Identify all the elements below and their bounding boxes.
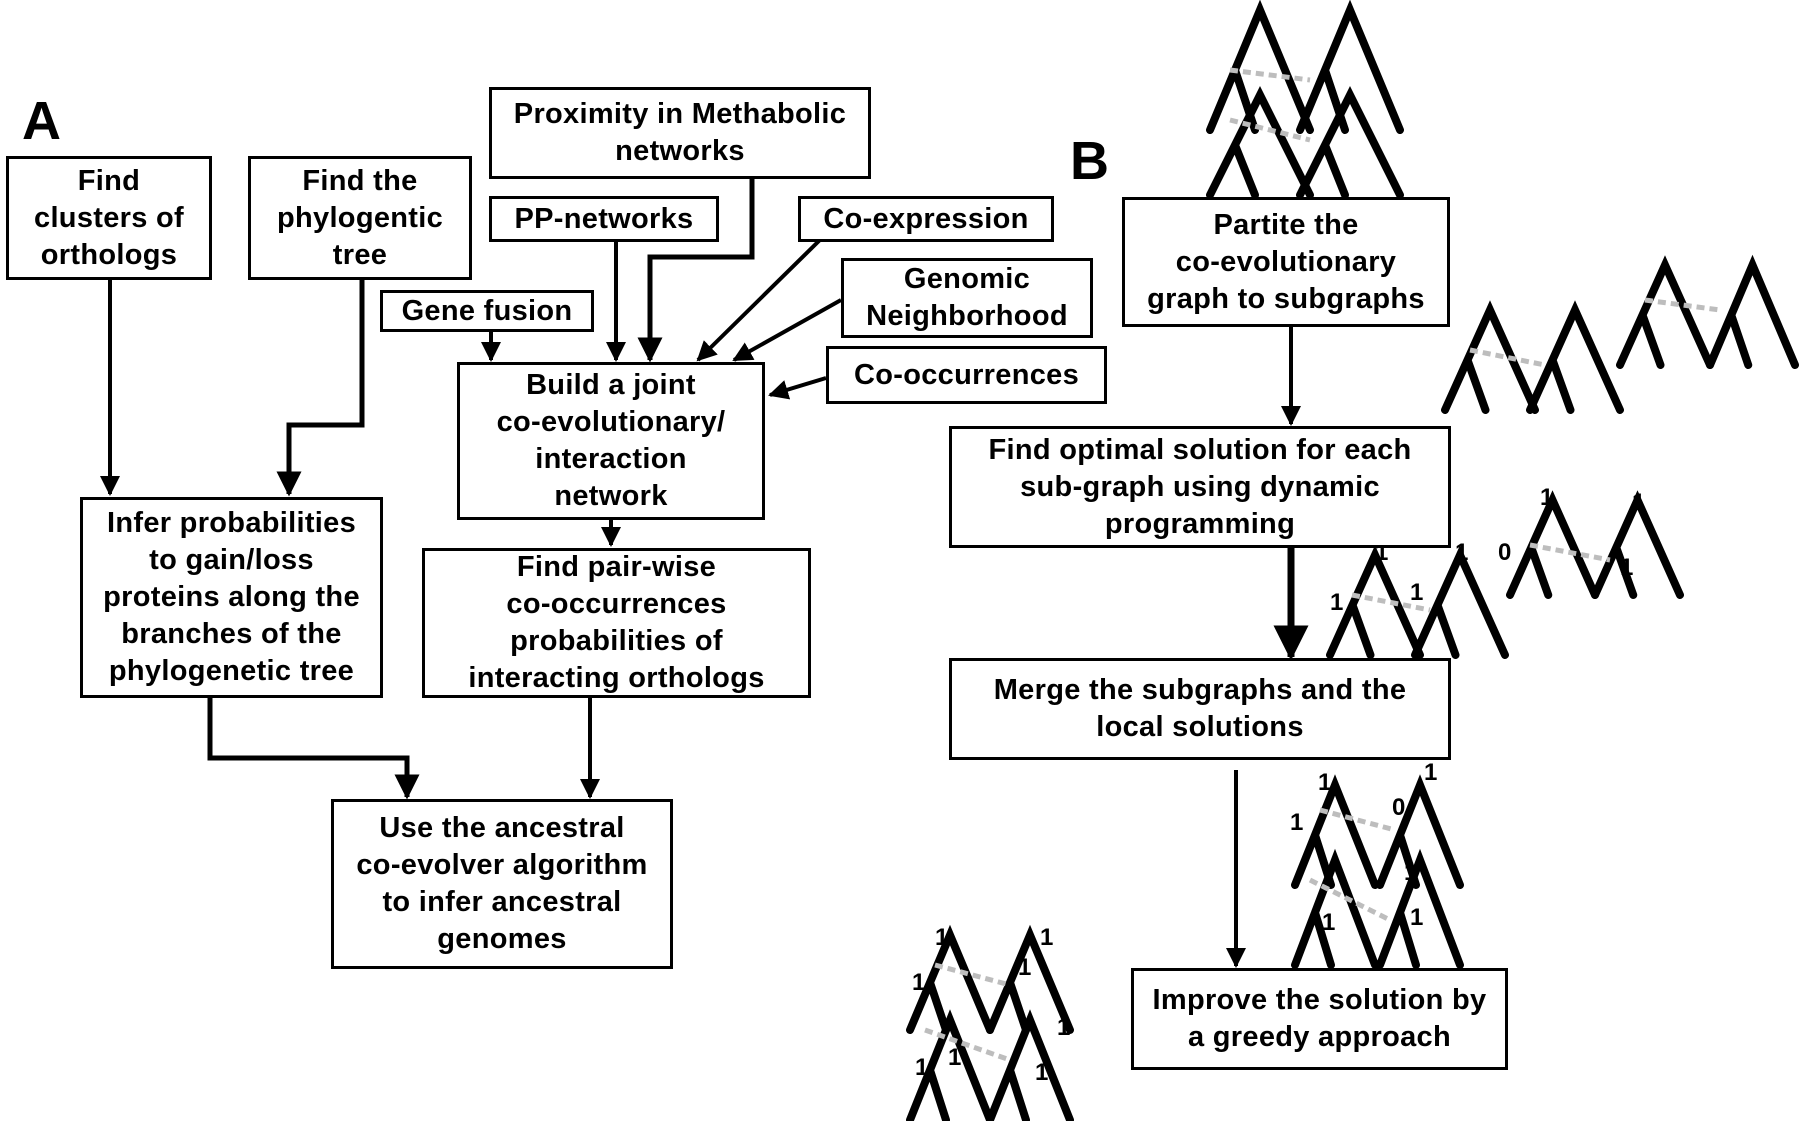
tree-icon xyxy=(1291,848,1379,969)
tree-icon xyxy=(986,1009,1074,1121)
gray-dashed-arrow xyxy=(1529,542,1611,563)
tree-node-label: 1 xyxy=(915,1054,928,1081)
box-pairwise-text: Find pair-wise co-occurrences probabilit… xyxy=(468,551,765,694)
tree-icon xyxy=(1376,848,1464,969)
box-merge-text: Merge the subgraphs and the local soluti… xyxy=(993,674,1407,743)
gray-dashed-arrow xyxy=(1308,877,1392,923)
tree-icon xyxy=(1206,0,1314,134)
box-partite-text: Partite the co-evolutionary graph to sub… xyxy=(1147,208,1425,315)
tree-node-label: 1 xyxy=(1290,809,1303,836)
box-pp-networks: PP-networks xyxy=(489,196,719,242)
tree-icon xyxy=(986,924,1074,1034)
box-merge: Merge the subgraphs and the local soluti… xyxy=(949,658,1451,760)
gray-dashed-arrow xyxy=(1229,67,1311,83)
arrow-genomic-to-build xyxy=(732,298,842,362)
box-genomic-neighborhood-text: Genomic Neighborhood xyxy=(866,263,1068,332)
tree-node-label: 1 xyxy=(1540,484,1553,511)
tree-icon xyxy=(906,924,994,1034)
box-improve: Improve the solution by a greedy approac… xyxy=(1131,968,1508,1070)
tree-node-label: 1 xyxy=(1035,1059,1048,1086)
tree-node-label: 1 xyxy=(1330,589,1343,616)
tree-icon xyxy=(1296,86,1404,199)
tree-icon xyxy=(1206,86,1314,199)
box-gene-fusion-text: Gene fusion xyxy=(401,294,573,327)
arrow-cooccurrences-to-build xyxy=(768,376,827,400)
box-pairwise: Find pair-wise co-occurrences probabilit… xyxy=(422,548,811,698)
box-co-occurrences: Co-occurrences xyxy=(826,346,1107,404)
tree-node-label: 1 xyxy=(948,1044,961,1071)
box-build-network-text: Build a joint co-evolutionary/ interacti… xyxy=(496,369,726,512)
tree-node-label: 1 xyxy=(1620,554,1633,581)
box-ancestral-text: Use the ancestral co-evolver algorithm t… xyxy=(356,812,648,955)
tree-node-label: 1 xyxy=(1632,489,1645,516)
tree-node-label: 1 xyxy=(1057,1014,1070,1041)
arrow-tree-to-infer xyxy=(276,280,365,497)
tree-node-label: 1 xyxy=(1410,904,1423,931)
panel-a-label: A xyxy=(22,91,61,151)
tree-node-label: 1 xyxy=(1404,859,1417,886)
gray-dashed-arrow xyxy=(1229,117,1311,143)
tree-node-label: 1 xyxy=(935,924,948,951)
box-infer-probabilities-text: Infer probabilities to gain/loss protein… xyxy=(103,507,360,687)
tree-icon xyxy=(1526,300,1624,414)
box-find-clusters-text: Find clusters of orthologs xyxy=(34,164,184,271)
box-find-tree: Find the phylogentic tree xyxy=(248,156,472,280)
box-partite: Partite the co-evolutionary graph to sub… xyxy=(1122,197,1450,327)
tree-icon xyxy=(1706,254,1799,369)
tree-node-label: 1 xyxy=(912,969,925,996)
tree-icon xyxy=(1506,490,1599,599)
box-ancestral: Use the ancestral co-evolver algorithm t… xyxy=(331,799,673,969)
gray-dashed-arrow xyxy=(924,1027,1011,1063)
tree-node-label: 1 xyxy=(1018,954,1031,981)
box-pp-networks-text: PP-networks xyxy=(514,202,694,235)
box-co-occurrences-text: Co-occurrences xyxy=(854,358,1079,391)
tree-icon xyxy=(906,1009,994,1121)
tree-icon xyxy=(1441,300,1539,414)
box-co-expression: Co-expression xyxy=(798,196,1054,242)
box-infer-probabilities: Infer probabilities to gain/loss protein… xyxy=(80,497,383,698)
box-optimal-text: Find optimal solution for each sub-graph… xyxy=(988,433,1412,540)
box-improve-text: Improve the solution by a greedy approac… xyxy=(1152,984,1487,1053)
tree-node-label: 1 xyxy=(1424,759,1437,786)
box-find-tree-text: Find the phylogentic tree xyxy=(276,164,444,271)
tree-icon xyxy=(1616,255,1714,369)
tree-icon xyxy=(1326,545,1424,659)
box-co-expression-text: Co-expression xyxy=(823,202,1029,235)
tree-node-label: 1 xyxy=(1040,924,1053,951)
box-proximity: Proximity in Methabolic networks xyxy=(489,87,871,179)
tree-node-label: 1 xyxy=(1322,909,1335,936)
box-optimal: Find optimal solution for each sub-graph… xyxy=(949,426,1451,548)
arrow-proximity-to-build xyxy=(637,177,755,363)
panel-b-label: B xyxy=(1070,131,1109,191)
tree-icon xyxy=(1591,490,1684,599)
tree-node-label: 1 xyxy=(1410,579,1423,606)
tree-icon xyxy=(1411,545,1509,659)
tree-node-label: 0 xyxy=(1498,539,1511,566)
tree-icon xyxy=(1296,0,1404,134)
box-proximity-text: Proximity in Methabolic networks xyxy=(513,98,847,167)
tree-node-label: 1 xyxy=(1318,769,1331,796)
box-genomic-neighborhood: Genomic Neighborhood xyxy=(841,258,1093,338)
gray-dashed-arrow xyxy=(1351,592,1431,613)
arrow-coexpression-to-build xyxy=(696,230,830,362)
tree-node-label: 1 xyxy=(1455,539,1468,566)
box-gene-fusion: Gene fusion xyxy=(380,290,594,332)
tree-node-label: 0 xyxy=(1392,794,1405,821)
gray-dashed-arrow xyxy=(1319,807,1396,833)
box-build-network: Build a joint co-evolutionary/ interacti… xyxy=(457,362,765,520)
arrow-infer-to-ancestral xyxy=(207,698,420,800)
box-find-clusters: Find clusters of orthologs xyxy=(6,156,212,280)
